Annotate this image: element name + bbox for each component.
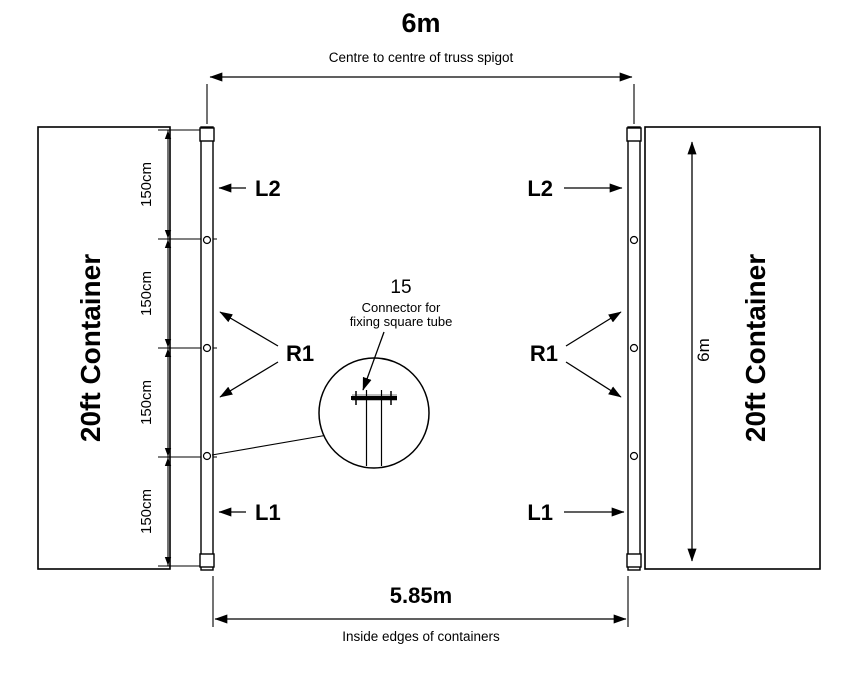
chain-arrow xyxy=(164,348,172,357)
detail-caption-line1: Connector for xyxy=(362,300,441,315)
detail-part-number: 15 xyxy=(390,277,411,298)
chain-arrow xyxy=(164,448,172,457)
spigot-square-bottom-left xyxy=(199,553,215,568)
callout-label-r1-left: R1 xyxy=(286,341,314,366)
callout-arrow-r1-left-down xyxy=(219,361,279,398)
spigot-square-top-right xyxy=(626,127,642,142)
segment-label-4: 150cm xyxy=(138,489,155,534)
top-dimension-caption: Centre to centre of truss spigot xyxy=(329,50,514,65)
left-container: 20ft Container xyxy=(37,126,171,570)
detail-caption-arrow xyxy=(362,331,385,391)
rail-hole xyxy=(629,451,639,461)
segment-label-3: 150cm xyxy=(138,380,155,425)
top-dimension: 6m Centre to centre of truss spigot xyxy=(206,8,635,124)
left-container-label: 20ft Container xyxy=(75,254,106,442)
spigot-square-bottom-right xyxy=(626,553,642,568)
callout-arrow-r1-right-up xyxy=(565,311,622,347)
bottom-dimension: 5.85m Inside edges of containers xyxy=(212,576,629,644)
callout-arrow-r1-right-down xyxy=(565,361,622,398)
left-segment-chain: 150cm 150cm 150cm 150cm xyxy=(138,129,217,567)
rail-hole xyxy=(629,235,639,245)
right-dimension: 6m xyxy=(687,141,713,562)
segment-label-1: 150cm xyxy=(138,162,155,207)
detail-circle xyxy=(318,357,430,469)
right-dimension-value: 6m xyxy=(694,338,713,362)
chain-arrow xyxy=(164,230,172,239)
callout-label-l1-right: L1 xyxy=(527,500,553,525)
chain-arrow xyxy=(164,457,172,466)
right-container: 20ft Container xyxy=(644,126,821,570)
callout-r1-right: R1 xyxy=(530,311,622,398)
right-container-outline xyxy=(644,126,821,570)
rail-hole xyxy=(202,235,212,245)
rail-hole xyxy=(202,343,212,353)
callout-l1-left: L1 xyxy=(218,500,281,525)
callout-label-r1-right: R1 xyxy=(530,341,558,366)
segment-label-2: 150cm xyxy=(138,271,155,316)
bottom-dimension-caption: Inside edges of containers xyxy=(342,629,500,644)
chain-arrow xyxy=(164,130,172,139)
callout-label-l2-left: L2 xyxy=(255,176,281,201)
callout-l1-right: L1 xyxy=(527,500,625,525)
detail-bubble: 15 Connector for fixing square tube xyxy=(211,277,453,469)
truss-rail-right xyxy=(626,126,642,571)
chain-arrow xyxy=(164,239,172,248)
callout-l2-left: L2 xyxy=(218,176,281,201)
left-container-outline xyxy=(37,126,171,570)
callout-r1-left: R1 xyxy=(219,311,314,398)
detail-leader-line xyxy=(211,431,346,456)
rail-hole xyxy=(629,343,639,353)
bottom-dimension-value: 5.85m xyxy=(390,583,452,608)
detail-caption-line2: fixing square tube xyxy=(350,314,453,329)
callout-label-l2-right: L2 xyxy=(527,176,553,201)
chain-arrow xyxy=(164,557,172,566)
callout-arrow-r1-left-up xyxy=(219,311,279,347)
truss-rail-left xyxy=(199,126,215,571)
top-dimension-value: 6m xyxy=(401,8,440,38)
rail-hole xyxy=(202,451,212,461)
callout-label-l1-left: L1 xyxy=(255,500,281,525)
spigot-square-top-left xyxy=(199,127,215,142)
callout-l2-right: L2 xyxy=(527,176,623,201)
right-container-label: 20ft Container xyxy=(740,254,771,442)
chain-arrow xyxy=(164,339,172,348)
